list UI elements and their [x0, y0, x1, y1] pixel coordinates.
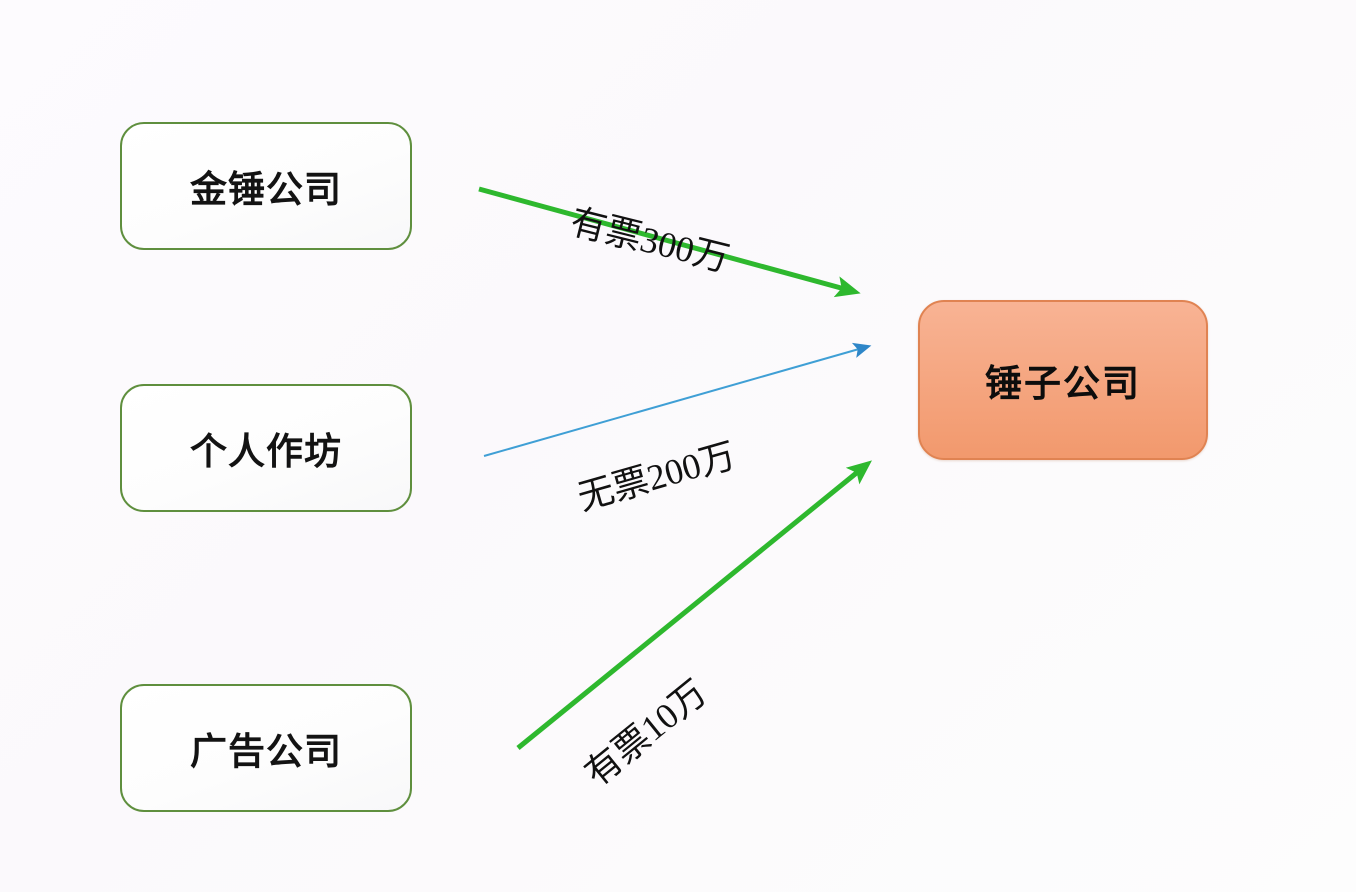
edge-line-individual-workshop [483, 342, 872, 457]
node-advertising-company[interactable]: 广告公司 [120, 684, 412, 812]
node-hammer-company[interactable]: 锤子公司 [918, 300, 1208, 460]
node-label: 金锤公司 [190, 170, 342, 211]
edge-label-individual-workshop: 无票200万 [573, 435, 741, 519]
node-individual-workshop[interactable]: 个人作坊 [120, 384, 412, 512]
node-label: 个人作坊 [190, 432, 342, 473]
node-gold-hammer-company[interactable]: 金锤公司 [120, 122, 412, 250]
edge-label-advertising: 有票10万 [577, 672, 715, 794]
node-label: 锤子公司 [985, 364, 1141, 405]
edge-label-gold-hammer: 有票300万 [566, 201, 734, 280]
node-label: 广告公司 [190, 732, 342, 773]
